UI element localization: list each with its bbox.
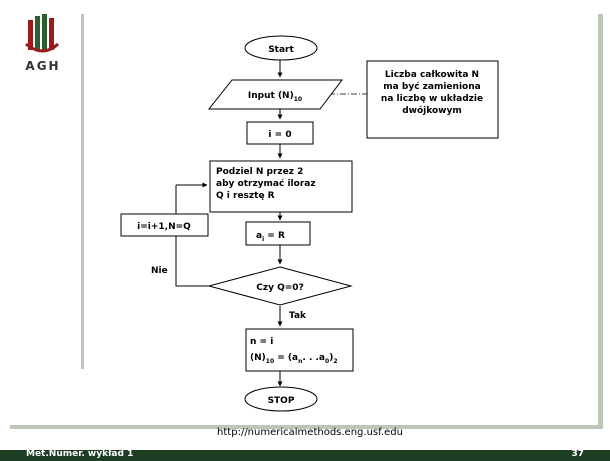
divide-line-1: Podziel N przez 2 [216, 167, 303, 177]
note-line-2: ma być zamieniona [383, 81, 480, 92]
stop-terminal: STOP [244, 386, 318, 412]
result-line-1: n = i [250, 337, 273, 347]
svg-text:i = 0: i = 0 [268, 130, 291, 140]
assign-step: ai = R [245, 221, 311, 246]
note-line-1: Liczba całkowita N [385, 70, 479, 80]
divide-step: Podziel N przez 2 aby otrzymać iloraz Q … [209, 160, 353, 213]
svg-text:Start: Start [268, 45, 294, 55]
logo-text: AGH [25, 59, 60, 73]
agh-logo: AGH [25, 14, 60, 73]
yes-label: Tak [289, 311, 307, 321]
right-rule [598, 14, 603, 428]
result-step: n = i (N)10 = (an. . .a0)2 [245, 328, 354, 372]
connectors [175, 60, 283, 387]
start-terminal: Start [244, 35, 318, 61]
svg-text:STOP: STOP [268, 396, 295, 406]
input-subscript: 10 [294, 96, 302, 103]
assign-subscript: i [262, 236, 264, 243]
init-step: i = 0 [246, 121, 314, 145]
bottom-rule [10, 425, 603, 429]
result-line-2: (N)10 = (an. . .a0)2 [250, 353, 338, 365]
note-box: Liczba całkowita N ma być zamieniona na … [366, 60, 499, 139]
input-step: Input (N)10 [207, 79, 344, 110]
update-step: i=i+1,N=Q [120, 213, 209, 237]
svg-text:Input (N)10: Input (N)10 [248, 91, 302, 103]
assign-value: = R [264, 231, 285, 241]
slide-number: 37 [571, 449, 584, 459]
divide-line-3: Q i resztę R [216, 191, 275, 201]
input-label: Input (N) [248, 91, 294, 101]
svg-text:ai = R: ai = R [256, 231, 285, 243]
divide-line-2: aby otrzymać iloraz [216, 178, 316, 189]
svg-text:i=i+1,N=Q: i=i+1,N=Q [137, 222, 191, 232]
decision-step: Czy Q=0? [207, 266, 353, 306]
note-line-3: na liczbę w układzie [381, 94, 483, 104]
note-line-4: dwójkowym [402, 105, 462, 116]
footer-title: Met.Numer. wykład 1 [26, 449, 134, 459]
no-label: Nie [151, 266, 168, 276]
left-rule [81, 14, 84, 369]
svg-text:Czy Q=0?: Czy Q=0? [256, 283, 304, 293]
source-url[interactable]: http://numericalmethods.eng.usf.edu [217, 427, 403, 438]
footer-bar: Met.Numer. wykład 1 37 [0, 449, 610, 461]
assign-symbol: a [256, 231, 262, 241]
